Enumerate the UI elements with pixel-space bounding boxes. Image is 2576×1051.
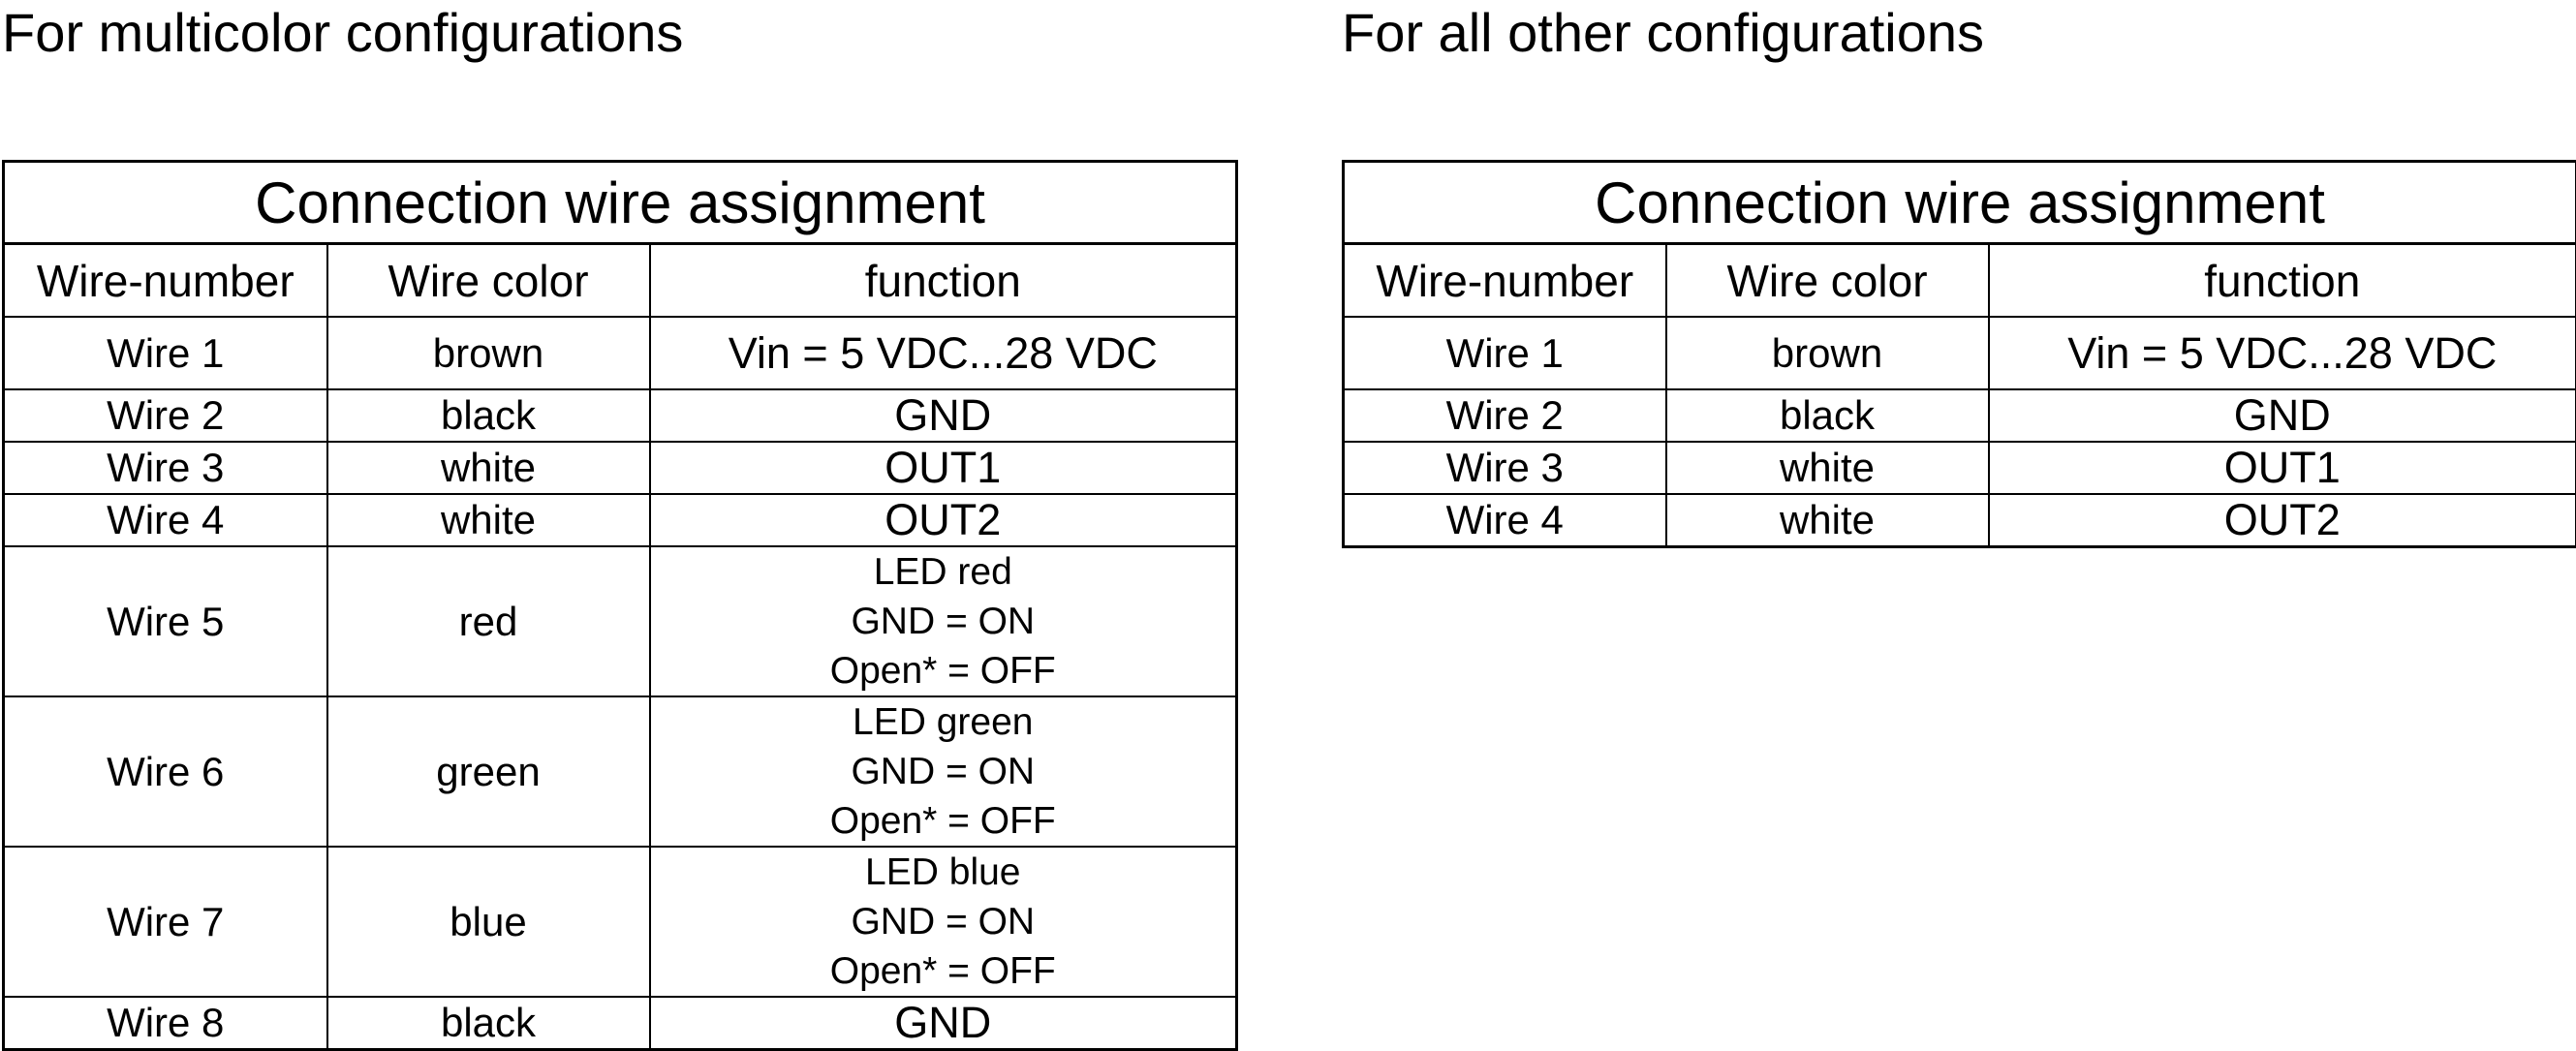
function-line: GND = ON xyxy=(651,597,1236,646)
wire-color-cell: red xyxy=(327,546,650,696)
wire-number-cell: Wire 6 xyxy=(4,696,327,847)
function-cell: GND xyxy=(650,389,1237,442)
table-row: Wire 3 white OUT1 xyxy=(1344,442,2576,494)
wire-color-cell: black xyxy=(327,997,650,1050)
table-row: Wire 1 brown Vin = 5 VDC...28 VDC xyxy=(4,317,1237,389)
wire-number-cell: Wire 4 xyxy=(1344,494,1666,547)
table-row: Wire 3 white OUT1 xyxy=(4,442,1237,494)
table-row: Wire 4 white OUT2 xyxy=(4,494,1237,546)
wire-number-cell: Wire 1 xyxy=(4,317,327,389)
wire-color-cell: green xyxy=(327,696,650,847)
wire-color-cell: brown xyxy=(327,317,650,389)
function-line: Open* = OFF xyxy=(651,646,1236,696)
wire-number-cell: Wire 3 xyxy=(1344,442,1666,494)
wire-assignment-table-other: Connection wire assignment Wire-number W… xyxy=(1342,160,2576,548)
function-line: GND = ON xyxy=(651,747,1236,796)
function-line: LED blue xyxy=(651,848,1236,897)
column-header-wire-color: Wire color xyxy=(1666,244,1989,318)
function-line: LED green xyxy=(651,697,1236,747)
wire-number-cell: Wire 5 xyxy=(4,546,327,696)
wire-color-cell: white xyxy=(1666,494,1989,547)
heading-other-configurations: For all other configurations xyxy=(1342,0,1984,66)
column-header-wire-number: Wire-number xyxy=(1344,244,1666,318)
function-cell: Vin = 5 VDC...28 VDC xyxy=(650,317,1237,389)
wire-color-cell: brown xyxy=(1666,317,1989,389)
column-header-wire-color: Wire color xyxy=(327,244,650,318)
function-line: Open* = OFF xyxy=(651,796,1236,846)
heading-multicolor-configurations: For multicolor configurations xyxy=(2,0,683,66)
function-cell: LED blue GND = ON Open* = OFF xyxy=(650,847,1237,997)
function-cell: OUT1 xyxy=(1989,442,2576,494)
wire-number-cell: Wire 3 xyxy=(4,442,327,494)
wire-color-cell: white xyxy=(327,442,650,494)
wire-assignment-table-multicolor: Connection wire assignment Wire-number W… xyxy=(2,160,1238,1051)
function-cell: GND xyxy=(650,997,1237,1050)
wire-number-cell: Wire 7 xyxy=(4,847,327,997)
wire-number-cell: Wire 8 xyxy=(4,997,327,1050)
column-header-function: function xyxy=(1989,244,2576,318)
function-line: Open* = OFF xyxy=(651,946,1236,996)
wire-number-cell: Wire 4 xyxy=(4,494,327,546)
column-header-function: function xyxy=(650,244,1237,318)
wire-color-cell: black xyxy=(1666,389,1989,442)
wire-color-cell: black xyxy=(327,389,650,442)
function-cell: OUT1 xyxy=(650,442,1237,494)
function-cell: Vin = 5 VDC...28 VDC xyxy=(1989,317,2576,389)
table-row: Wire 5 red LED red GND = ON Open* = OFF xyxy=(4,546,1237,696)
table-row: Wire 4 white OUT2 xyxy=(1344,494,2576,547)
function-line: GND = ON xyxy=(651,897,1236,946)
table-row: Wire 8 black GND xyxy=(4,997,1237,1050)
wire-color-cell: white xyxy=(327,494,650,546)
wire-color-cell: white xyxy=(1666,442,1989,494)
function-cell: LED green GND = ON Open* = OFF xyxy=(650,696,1237,847)
column-header-wire-number: Wire-number xyxy=(4,244,327,318)
table-row: Wire 6 green LED green GND = ON Open* = … xyxy=(4,696,1237,847)
function-cell: OUT2 xyxy=(1989,494,2576,547)
table-row: Wire 1 brown Vin = 5 VDC...28 VDC xyxy=(1344,317,2576,389)
function-cell: GND xyxy=(1989,389,2576,442)
table-caption: Connection wire assignment xyxy=(4,162,1237,244)
function-line: LED red xyxy=(651,547,1236,597)
wire-number-cell: Wire 2 xyxy=(4,389,327,442)
wire-number-cell: Wire 1 xyxy=(1344,317,1666,389)
function-cell: OUT2 xyxy=(650,494,1237,546)
table-row: Wire 2 black GND xyxy=(4,389,1237,442)
table-caption: Connection wire assignment xyxy=(1344,162,2576,244)
table-row: Wire 2 black GND xyxy=(1344,389,2576,442)
function-cell: LED red GND = ON Open* = OFF xyxy=(650,546,1237,696)
wire-number-cell: Wire 2 xyxy=(1344,389,1666,442)
table-row: Wire 7 blue LED blue GND = ON Open* = OF… xyxy=(4,847,1237,997)
wire-color-cell: blue xyxy=(327,847,650,997)
